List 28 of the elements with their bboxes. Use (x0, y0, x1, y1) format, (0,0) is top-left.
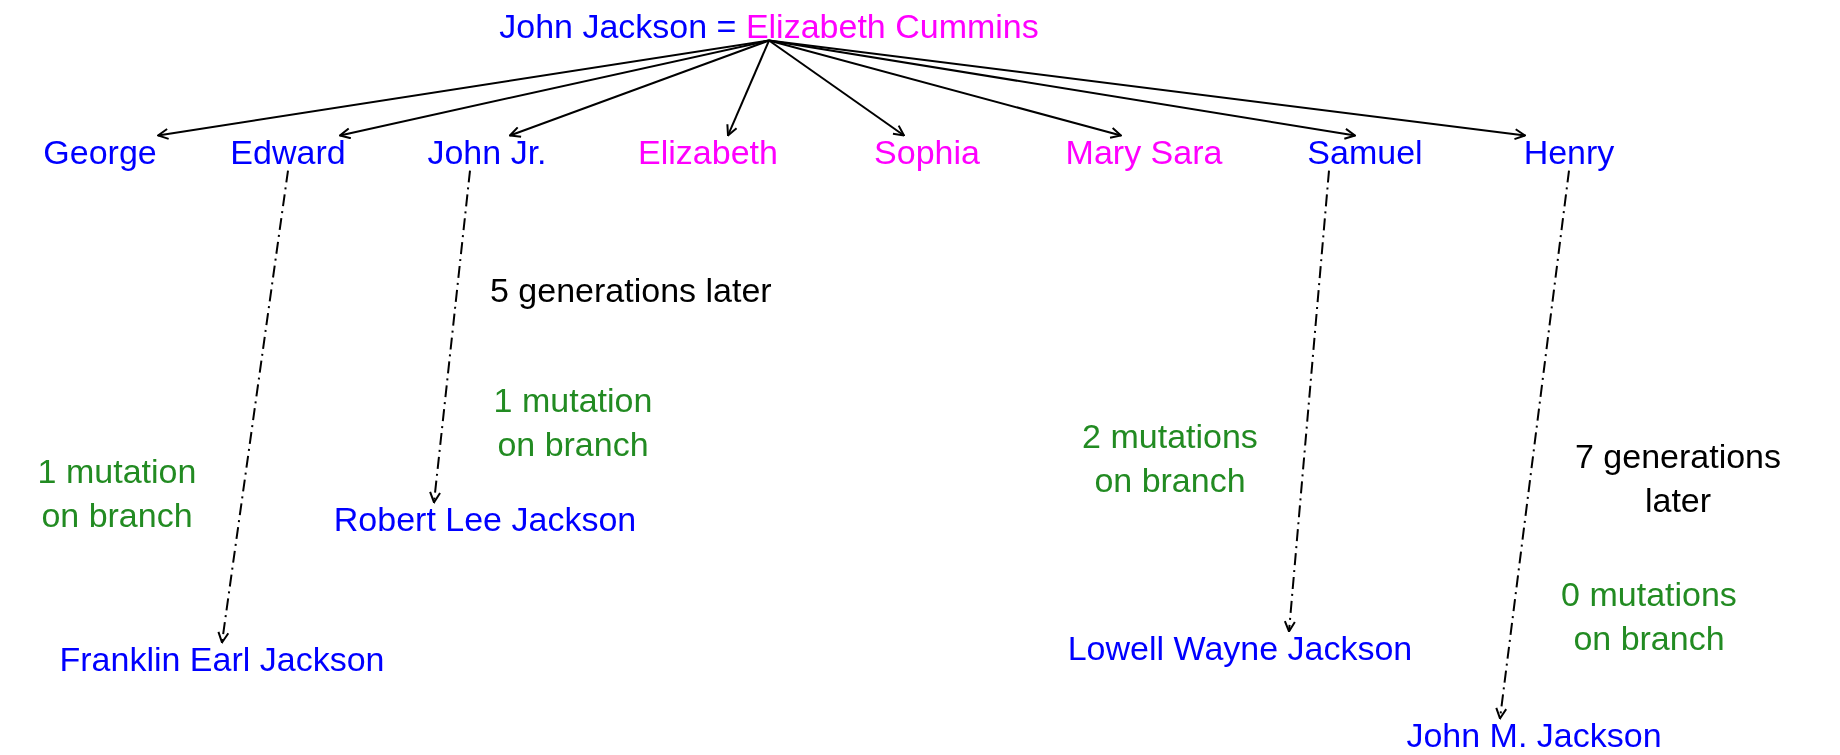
person-name: Franklin Earl Jackson (59, 640, 385, 680)
person-name: Mary Sara (1065, 133, 1223, 173)
arrow (1495, 169, 1570, 720)
note-text: 5 generations later (490, 270, 772, 311)
person-name: John Jr. (427, 133, 547, 173)
edge-label: 1 mutation on branch (36, 450, 198, 536)
arrow (768, 39, 1526, 141)
arrow (768, 39, 905, 137)
person-name: Henry (1523, 133, 1615, 173)
person-name: Sophia (874, 133, 980, 173)
person-name: Robert Lee Jackson (333, 500, 637, 540)
person-name: George (43, 133, 157, 173)
arrow (726, 39, 770, 137)
arrow (429, 169, 471, 504)
arrow (509, 39, 770, 138)
person-name: Elizabeth (638, 133, 778, 173)
edge-label: 1 mutation on branch (492, 379, 654, 465)
person-name: Edward (230, 133, 346, 173)
edge-label: 0 mutations on branch (1560, 573, 1738, 659)
spouse-name: Elizabeth Cummins (745, 7, 1039, 46)
person-name: Samuel (1307, 133, 1423, 173)
edge-label: 2 mutations on branch (1081, 415, 1259, 501)
person-name: John M. Jackson (1406, 716, 1662, 755)
person-name: Lowell Wayne Jackson (1067, 629, 1413, 669)
spouse-name: John Jackson = (499, 7, 737, 46)
arrow (217, 169, 289, 644)
arrow (1283, 169, 1330, 633)
note-text: 7 generations later (1573, 436, 1782, 522)
